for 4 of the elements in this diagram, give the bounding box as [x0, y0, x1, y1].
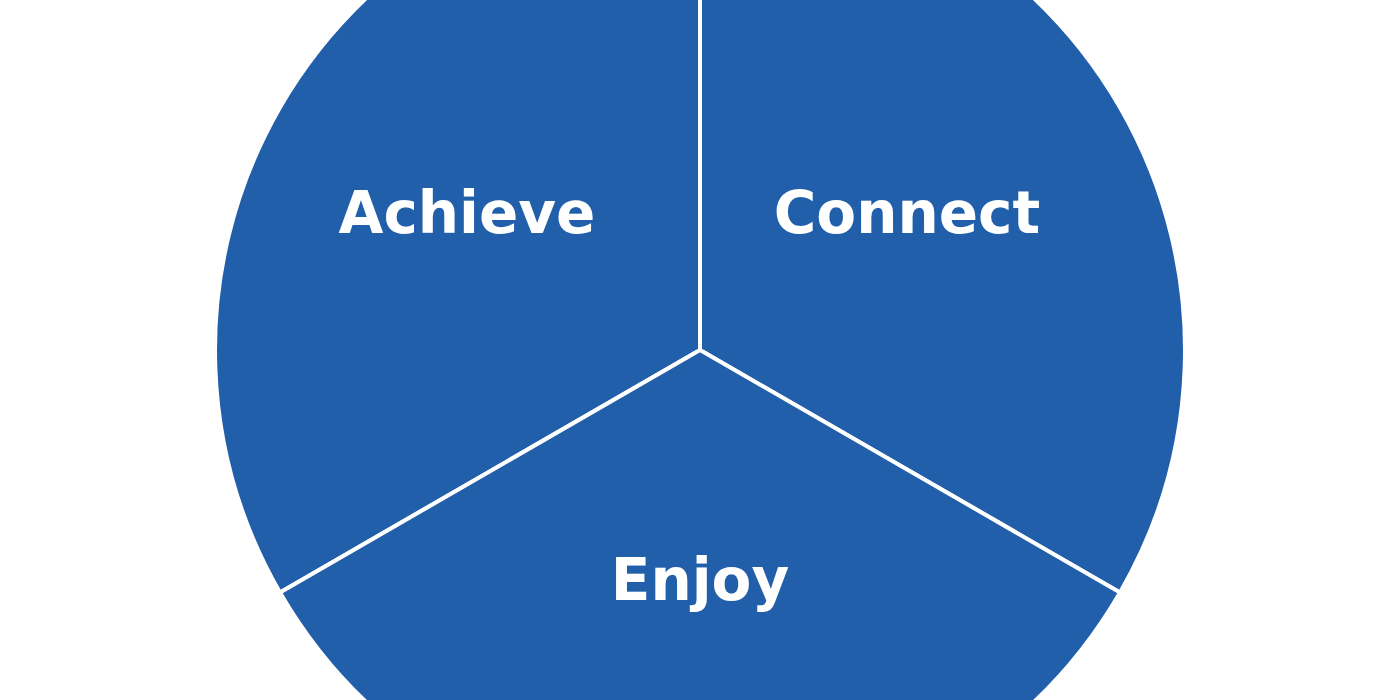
sector-label: Achieve — [338, 179, 596, 247]
sector-label: Enjoy — [610, 546, 790, 614]
sector-label: Connect — [773, 179, 1041, 247]
circle-sector — [279, 350, 1120, 700]
